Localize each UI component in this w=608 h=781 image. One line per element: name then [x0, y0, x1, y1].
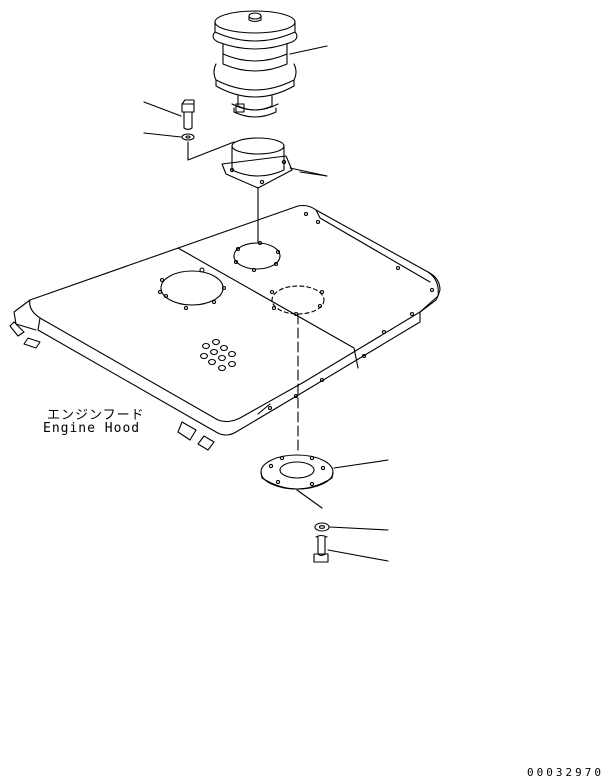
upper-bolt: [144, 100, 194, 130]
drawing-number: 00032970: [527, 766, 604, 779]
engine-hood-label-en: Engine Hood: [43, 421, 141, 436]
leader-lines-right: [300, 172, 327, 176]
lower-bolt: [314, 536, 388, 563]
upper-adapter: [222, 138, 327, 242]
lower-washer: [315, 523, 388, 531]
engine-hood-label-jp: エンジンフード: [47, 408, 145, 423]
engine-hood: [10, 206, 440, 451]
hood-vent-holes: [201, 340, 236, 371]
hood-hole-dashed-bolts: [271, 291, 324, 316]
hood-hole-left: [159, 268, 226, 310]
upper-washer: [144, 133, 234, 160]
hood-hole-upper: [234, 242, 280, 272]
hood-hole-dashed: [272, 286, 324, 314]
precleaner-cap: [213, 11, 327, 117]
lower-adapter: [261, 455, 388, 508]
